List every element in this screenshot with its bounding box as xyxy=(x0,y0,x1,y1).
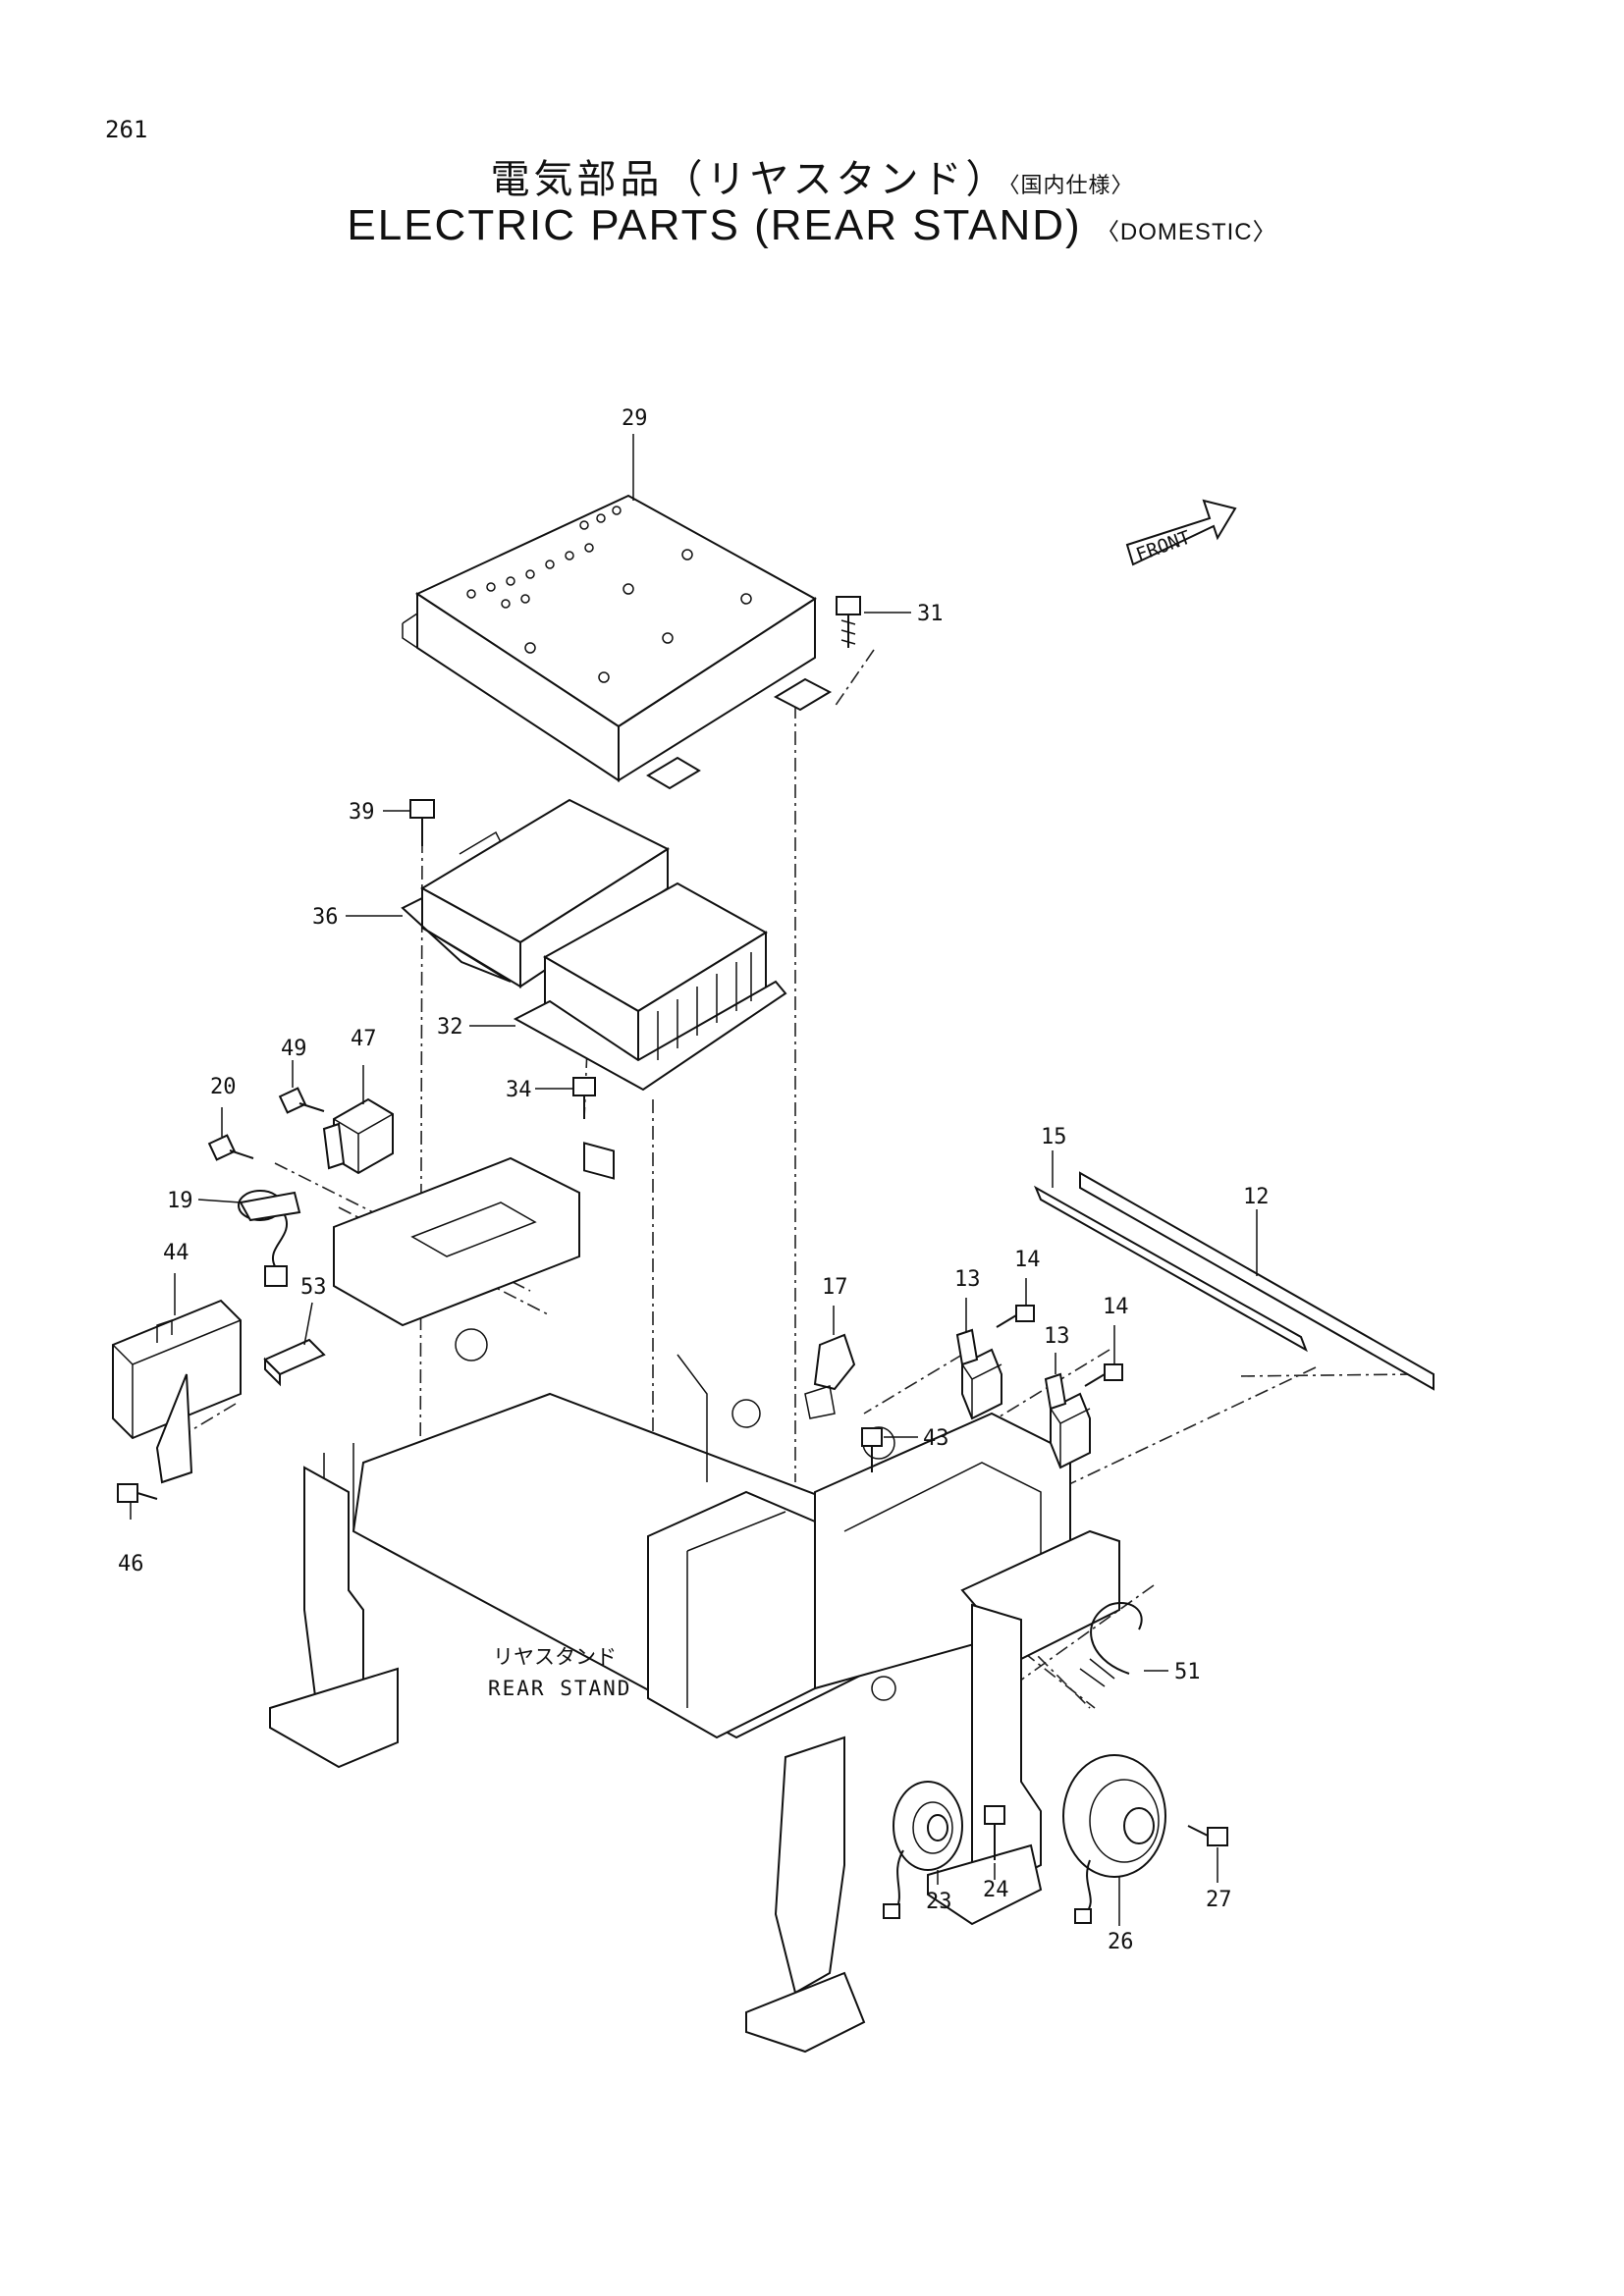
title-japanese-main: 電気部品（リヤスタンド） xyxy=(490,157,1009,202)
callout-23: 23 xyxy=(926,1890,952,1914)
part-29-controller-box xyxy=(402,494,833,790)
callout-26: 26 xyxy=(1108,1930,1134,1954)
part-53-pad xyxy=(263,1338,326,1387)
part-14-screw-upper xyxy=(996,1305,1035,1328)
callout-27: 27 xyxy=(1206,1888,1232,1912)
callout-46: 46 xyxy=(118,1552,144,1576)
part-23-horn xyxy=(883,1781,963,1919)
part-13-relay-lower xyxy=(1044,1372,1091,1469)
callout-49: 49 xyxy=(281,1037,307,1061)
callout-44: 44 xyxy=(163,1241,189,1265)
part-15-strip xyxy=(1033,1185,1308,1353)
title-english-main: ELECTRIC PARTS (REAR STAND) xyxy=(347,201,1082,249)
callout-20: 20 xyxy=(210,1075,237,1099)
part-14-screw-lower xyxy=(1084,1363,1123,1387)
callout-14-lower: 14 xyxy=(1103,1295,1129,1319)
part-17-sensor xyxy=(804,1333,856,1419)
part-51-clamp xyxy=(1079,1602,1143,1687)
callout-51: 51 xyxy=(1174,1660,1201,1684)
part-32-heat-sink-module xyxy=(513,881,787,1180)
part-44-cover xyxy=(112,1299,242,1484)
part-20-screw xyxy=(207,1134,254,1161)
page-number: 261 xyxy=(105,116,148,143)
part-43-screw xyxy=(861,1427,883,1472)
rear-stand-label-japanese: リヤスタンド xyxy=(493,1645,617,1669)
front-direction-arrow: FRONT xyxy=(1125,499,1237,566)
callout-32: 32 xyxy=(437,1015,463,1040)
part-13-relay-upper xyxy=(955,1328,1002,1420)
rear-stand-frame xyxy=(269,1156,1120,2054)
callout-17: 17 xyxy=(822,1275,848,1300)
callout-24: 24 xyxy=(983,1878,1009,1902)
callout-31: 31 xyxy=(917,602,944,626)
part-12-strip xyxy=(1079,1171,1435,1391)
leader-lines xyxy=(130,434,1258,1926)
callout-14-upper: 14 xyxy=(1014,1248,1041,1272)
callout-numbers: 29 31 39 36 32 34 49 47 20 19 44 53 46 1… xyxy=(118,406,1270,1954)
callout-39: 39 xyxy=(349,800,375,825)
callout-47: 47 xyxy=(351,1027,377,1051)
part-47-relay xyxy=(322,1097,394,1175)
title-english: ELECTRIC PARTS (REAR STAND) 〈DOMESTIC〉 xyxy=(0,201,1624,250)
part-31-bolt xyxy=(836,596,861,648)
rear-stand-label-english: REAR STAND xyxy=(488,1677,631,1700)
callout-15: 15 xyxy=(1041,1125,1067,1149)
title-english-note: 〈DOMESTIC〉 xyxy=(1095,219,1277,245)
callout-34: 34 xyxy=(506,1078,532,1102)
part-34-bolt xyxy=(572,1077,596,1119)
part-19-sensor xyxy=(238,1190,301,1287)
part-26-horn xyxy=(1062,1754,1166,1924)
callout-53: 53 xyxy=(300,1275,327,1300)
callout-29: 29 xyxy=(622,406,648,431)
callout-13-lower: 13 xyxy=(1044,1324,1070,1349)
part-24-screw xyxy=(984,1805,1005,1860)
part-49-screw xyxy=(278,1087,325,1114)
part-27-screw xyxy=(1187,1825,1228,1846)
part-46-screw xyxy=(117,1483,158,1503)
callout-19: 19 xyxy=(167,1189,193,1213)
part-39-bolt xyxy=(409,799,435,846)
title-japanese: 電気部品（リヤスタンド）〈国内仕様〉 xyxy=(0,147,1624,204)
callout-13-upper: 13 xyxy=(954,1267,981,1292)
callout-43: 43 xyxy=(923,1426,949,1451)
callout-12: 12 xyxy=(1243,1185,1270,1209)
rear-stand-label: リヤスタンド REAR STAND xyxy=(488,1645,631,1700)
callout-36: 36 xyxy=(312,905,339,930)
title-japanese-note: 〈国内仕様〉 xyxy=(1008,174,1134,198)
